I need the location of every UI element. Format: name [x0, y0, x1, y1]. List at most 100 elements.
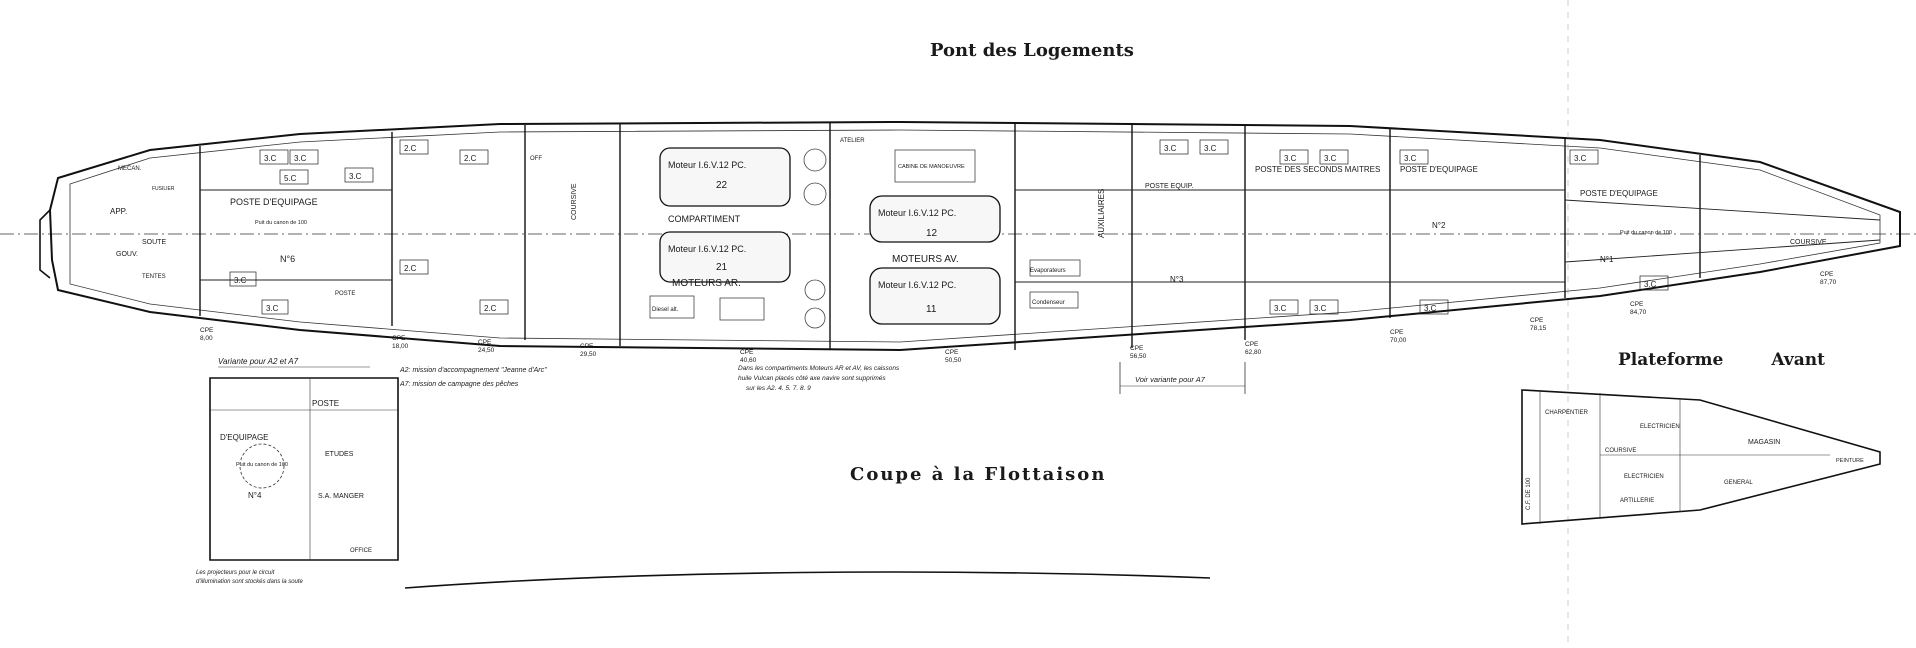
title-plateforme-avant: Plateforme Avant: [1618, 350, 1825, 370]
frame-marker-label: CPE: [1245, 341, 1259, 348]
engine-details: [649, 148, 1081, 329]
cabin: [1319, 149, 1349, 165]
cabin: [399, 139, 429, 155]
label-num-21: 21: [716, 262, 728, 273]
label-cabine-manoeuvre: CABINE DE MANOEUVRE: [898, 164, 965, 170]
label-puits-canon-ar: Puit du canon de 100: [255, 220, 307, 226]
inset-office: OFFICE: [350, 548, 372, 554]
pump-circle: [803, 182, 827, 206]
cabin-label: 3.C: [1164, 144, 1177, 153]
frame-marker-label: CPE: [1390, 329, 1404, 336]
frame-marker-value: 24,50: [478, 347, 495, 354]
cabin-label: 3.C: [1574, 154, 1587, 163]
diesel-alternator-box: [649, 295, 695, 319]
inset-equipage: D'EQUIPAGE: [220, 433, 269, 442]
frame-marker-value: 29,50: [580, 351, 597, 358]
cabin-label: 3.C: [266, 304, 279, 313]
frame-marker-label: CPE: [392, 335, 406, 342]
frame-marker-label: CPE: [945, 349, 959, 356]
frame-marker-value: 50,50: [945, 357, 962, 364]
stern-detail: [39, 209, 51, 279]
label-coursive-av: COURSIVE: [1790, 239, 1827, 246]
label-evaporateurs: Evaporateurs: [1030, 268, 1066, 274]
inset-gun-well: [239, 443, 285, 489]
platform-coursive: COURSIVE: [1605, 448, 1636, 454]
label-atelier: ATELIER: [840, 138, 865, 144]
note-projectors-2: d'illumination sont stockés dans la sout…: [196, 579, 304, 585]
frame-marker-label: CPE: [580, 343, 594, 350]
condenser-box: [1029, 291, 1079, 309]
diesel-alternator-box: [719, 297, 765, 321]
pump-circle: [804, 307, 826, 329]
label-no2: N°2: [1432, 221, 1446, 230]
frame-marker-value: 56,50: [1130, 353, 1147, 360]
cabin-label: 3.C: [1314, 304, 1327, 313]
label-diesel-alt: Diesel alt.: [652, 307, 679, 313]
cabin: [1279, 149, 1309, 165]
frame-marker-value: 62,80: [1245, 349, 1262, 356]
note-projectors-1: Les projecteurs pour le circuit: [196, 570, 275, 576]
label-no1: N°1: [1600, 255, 1614, 264]
label-auxiliaires: AUXILIAIRES: [1097, 189, 1106, 238]
engine-block-12: [869, 195, 1001, 243]
label-no6: N°6: [280, 254, 295, 264]
frame-marker-value: 40,60: [740, 357, 757, 364]
hull-outline: [48, 120, 1901, 352]
inset-variant-outline: [209, 377, 399, 561]
title-pont-des-logements: Pont des Logements: [930, 40, 1134, 61]
note-variant-title: Variante pour A2 et A7: [218, 357, 299, 366]
bulkheads: [199, 122, 1701, 350]
cabin-label: 3.C: [1204, 144, 1217, 153]
label-poste-equipage-1: POSTE D'EQUIPAGE: [1580, 189, 1658, 198]
cabin-label: 3.C: [294, 154, 307, 163]
platform-electricien: ELECTRICIEN: [1640, 424, 1680, 430]
label-soute: SOUTE: [142, 239, 166, 246]
cabin: [1639, 275, 1669, 291]
cabin: [344, 167, 374, 183]
engine-block-11: [869, 267, 1001, 325]
cabin-label: 3.C: [264, 154, 277, 163]
label-poste-ar2: POSTE: [335, 291, 355, 297]
label-condenseur: Condenseur: [1032, 300, 1065, 306]
label-puits-canon-av: Puit du canon de 100: [1620, 230, 1672, 236]
cabin-manoeuvre-box: [894, 149, 976, 183]
inset-salle-manger: S.A. MANGER: [318, 493, 364, 500]
title-avant-word: Avant: [1771, 350, 1825, 370]
label-fusilier: FUSILIER: [152, 186, 175, 192]
label-num-11: 11: [926, 304, 937, 315]
cabin: [279, 169, 309, 185]
note-engine-1: Dans les compartiments Moteurs AR et AV,…: [738, 365, 900, 372]
note-engine-3: sur les A2. 4. 5. 7. 8. 9: [746, 385, 811, 392]
cabin: [459, 149, 489, 165]
cabin-label: 3.C: [234, 276, 247, 285]
title-plateforme-word: Plateforme: [1618, 350, 1724, 370]
label-moteurs-av: MOTEURS AV.: [892, 254, 959, 265]
cabin: [1159, 139, 1189, 155]
label-moteur-21: Moteur I.6.V.12 PC.: [668, 244, 746, 254]
label-app: APP.: [110, 207, 127, 216]
engine-blocks: [659, 147, 1001, 325]
platform-cfe: C.F. DE 100: [1526, 477, 1532, 510]
hull-inner-line: [69, 129, 1881, 343]
waterline-section-outline: [404, 571, 1211, 589]
label-poste-equipage-2: POSTE D'EQUIPAGE: [1400, 165, 1478, 174]
frame-marker-label: CPE: [1530, 317, 1544, 324]
inset-puits: Puit du canon de 100: [236, 462, 288, 468]
cabin-label: 2.C: [404, 264, 417, 273]
cabin-label: 3.C: [1404, 154, 1417, 163]
inset-etudes: ETUDES: [325, 451, 354, 458]
inset-poste: POSTE: [312, 399, 339, 408]
frame-marker-label: CPE: [1130, 345, 1144, 352]
corridor-line: [1564, 239, 1881, 263]
corridors: [200, 189, 1881, 283]
cabin: [1399, 149, 1429, 165]
cabin-label: 2.C: [404, 144, 417, 153]
frame-marker-value: 8,00: [200, 335, 213, 342]
cabin: [1569, 149, 1599, 165]
label-compartiment: COMPARTIMENT: [668, 214, 741, 224]
frame-marker-value: 18,00: [392, 343, 409, 350]
label-num-22: 22: [716, 180, 728, 191]
cabin-label: 2.C: [464, 154, 477, 163]
